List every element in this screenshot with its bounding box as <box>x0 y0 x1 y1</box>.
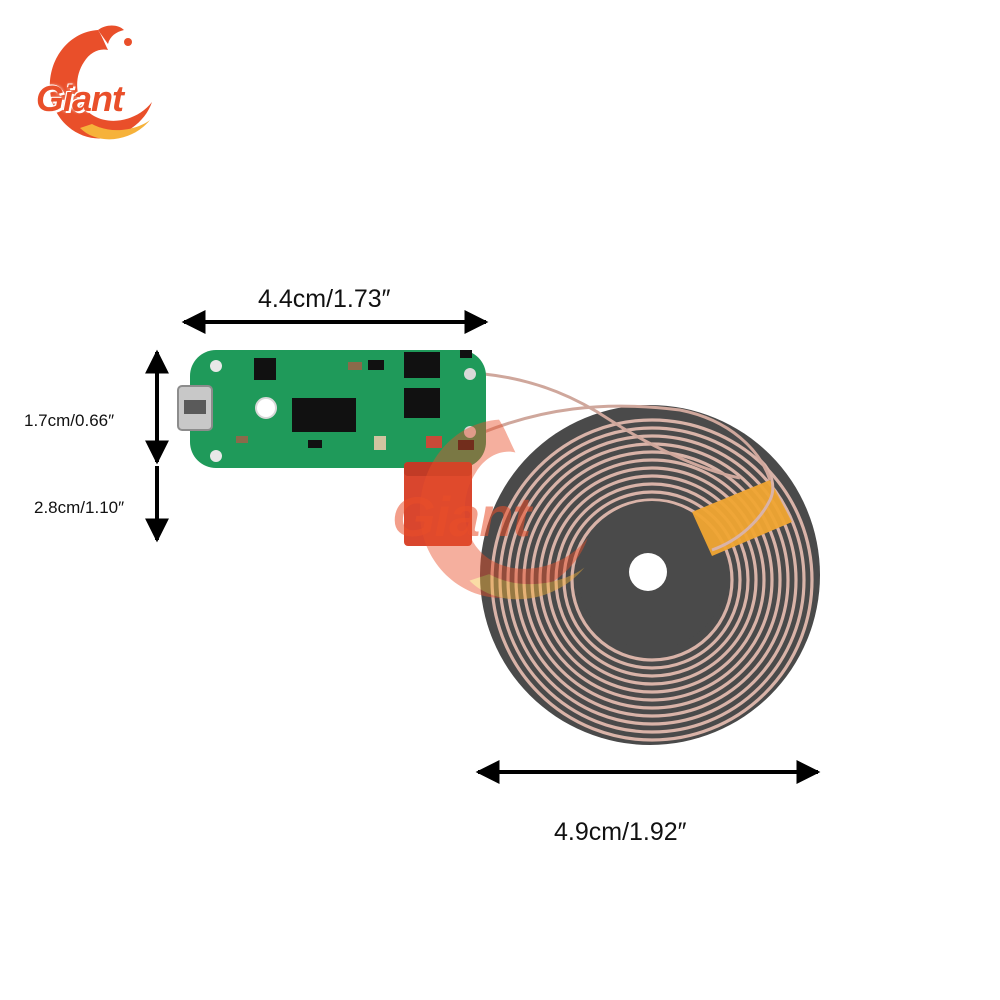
logo-dot <box>124 38 132 46</box>
main-ic <box>292 398 356 432</box>
mount-hole-2 <box>210 360 222 372</box>
pcb-height-label: 1.7cm/0.66″ <box>24 411 115 430</box>
watermark-fish <box>419 419 588 600</box>
coil-width-label: 4.9cm/1.92″ <box>554 818 687 846</box>
coil-center-hole <box>629 553 667 591</box>
mount-hole-3 <box>210 450 222 462</box>
transmitter-coil <box>480 405 820 745</box>
lead-wires <box>483 372 772 481</box>
logo-fish-shape <box>49 30 152 139</box>
logo-swoosh <box>80 120 150 140</box>
mosfet-2 <box>404 388 440 418</box>
logo-fin-shape <box>98 25 124 44</box>
pcb-board <box>177 350 486 468</box>
regulator <box>254 358 276 380</box>
coil-inner-lead <box>711 458 775 552</box>
brand-logo <box>49 25 152 140</box>
coil-windings <box>490 418 814 742</box>
mosfet-1 <box>404 352 440 378</box>
coil-inner-label: 2.8cm/1.10″ <box>34 498 125 517</box>
mount-hole <box>255 397 277 419</box>
film-capacitor <box>404 462 472 546</box>
brand-logo-text: Giant <box>36 78 124 119</box>
kapton-tape <box>692 480 792 556</box>
pcb-width-label: 4.4cm/1.73″ <box>258 285 391 313</box>
